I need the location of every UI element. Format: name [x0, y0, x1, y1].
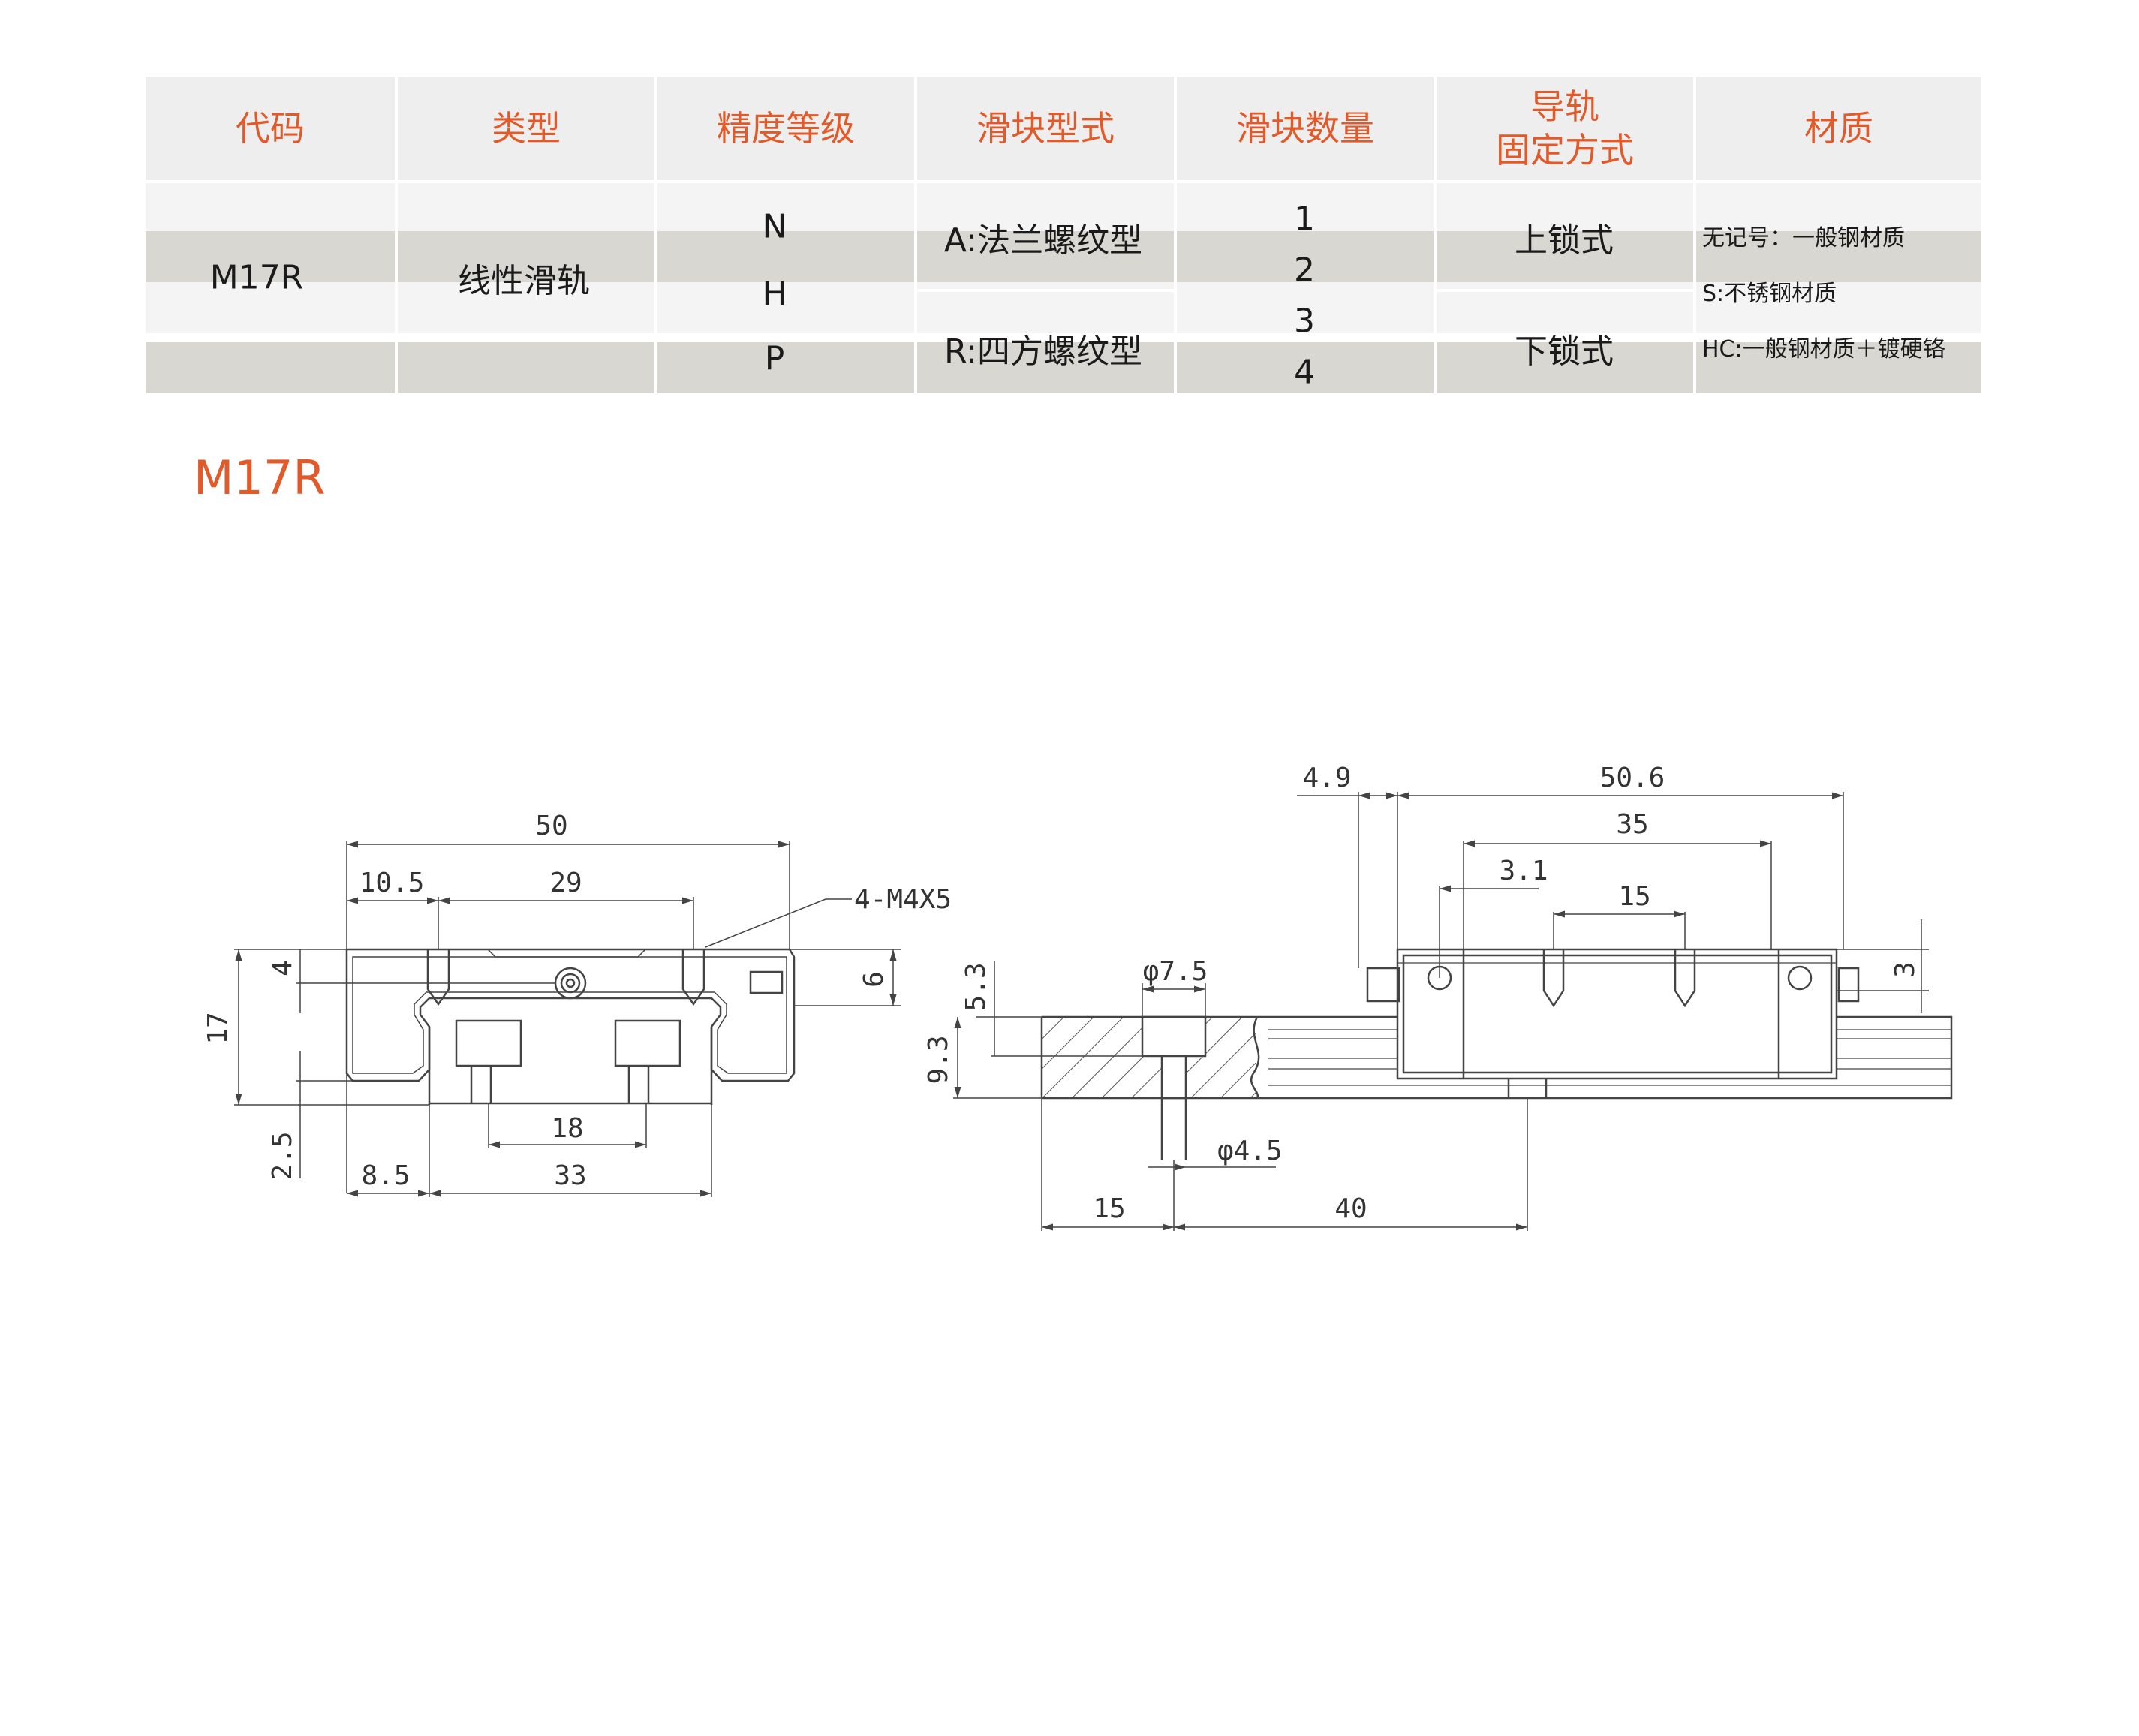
table-divider — [1174, 77, 1177, 393]
cell-material-2: S:不锈钢材质 — [1702, 281, 1837, 307]
dim-height: 17 — [203, 1012, 233, 1044]
table-divider — [914, 77, 917, 393]
header-code: 代码 — [146, 77, 395, 180]
header-rail-fixing: 导轨 固定方式 — [1437, 77, 1693, 180]
cell-block-count-3: 3 — [1294, 302, 1315, 341]
dim-counterbore-dia: φ7.5 — [1143, 956, 1208, 987]
cell-block-count-1: 1 — [1294, 200, 1315, 239]
dim-top-depth: 4 — [267, 960, 298, 976]
spec-table: 代码 类型 精度等级 滑块型式 滑块数量 导轨 固定方式 材质 M17R 线性滑… — [146, 77, 1981, 393]
dim-block-length: 50.6 — [1600, 763, 1665, 793]
dim-end-seal: 4.9 — [1302, 763, 1351, 793]
table-row-band — [146, 231, 1981, 282]
dim-end-pitch: 15 — [1093, 1193, 1125, 1224]
table-divider — [146, 180, 1981, 183]
header-rail-fixing-line1: 导轨 — [1530, 86, 1599, 127]
table-divider — [1693, 77, 1696, 393]
dim-rail-pitch: 40 — [1334, 1193, 1367, 1224]
cell-material-1: 无记号：一般钢材质 — [1702, 225, 1905, 251]
header-precision: 精度等级 — [657, 77, 914, 180]
dim-hole-dia: φ4.5 — [1217, 1136, 1283, 1166]
dim-offset-left: 10.5 — [360, 868, 425, 898]
table-divider — [395, 77, 398, 393]
model-title: M17R — [194, 450, 326, 505]
table-row-band — [146, 342, 1981, 393]
dim-thread: 4-M4X5 — [854, 884, 952, 915]
table-divider — [917, 289, 1177, 292]
cell-block-count-2: 2 — [1294, 251, 1315, 290]
cell-material-3: HC:一般钢材质＋镀硬铬 — [1702, 336, 1945, 363]
table-divider — [1177, 338, 1437, 341]
dim-hole-pitch: 29 — [549, 868, 582, 898]
header-type: 类型 — [398, 77, 654, 180]
side-view — [1040, 948, 1953, 1160]
header-block-style: 滑块型式 — [917, 77, 1174, 180]
cell-precision-h: H — [762, 275, 787, 314]
dim-bottom-gap: 2.5 — [267, 1131, 298, 1180]
table-row-band — [146, 180, 1981, 231]
dim-hole-pitch-side: 15 — [1618, 881, 1650, 912]
cell-precision-p: P — [764, 339, 785, 378]
cell-rail-fixing-top: 上锁式 — [1515, 221, 1614, 260]
dim-nipple-offset: 3.1 — [1499, 856, 1548, 886]
cell-block-style-a: A:法兰螺纹型 — [943, 221, 1143, 260]
header-block-count: 滑块数量 — [1177, 77, 1434, 180]
cell-type: 线性滑轨 — [458, 262, 590, 300]
dim-inner-pitch: 18 — [551, 1113, 583, 1144]
table-divider — [1437, 289, 1696, 292]
table-divider — [1434, 77, 1437, 393]
cell-code: M17R — [209, 258, 304, 297]
dim-counterbore-depth: 5.3 — [961, 962, 991, 1011]
dim-rail-width: 33 — [554, 1160, 586, 1191]
side-dimensions — [953, 792, 1929, 1231]
cell-block-style-r: R:四方螺纹型 — [943, 332, 1143, 371]
dim-body-length: 35 — [1616, 809, 1648, 840]
dim-right-height: 6 — [859, 971, 889, 988]
cell-rail-fixing-bottom: 下锁式 — [1515, 332, 1614, 371]
dim-rail-offset: 8.5 — [361, 1160, 410, 1191]
dim-rail-height: 9.3 — [923, 1035, 954, 1084]
dim-overall-width: 50 — [535, 811, 567, 841]
front-dimensions — [234, 841, 901, 1197]
header-material: 材质 — [1696, 77, 1981, 180]
cell-block-count-4: 4 — [1294, 353, 1315, 392]
cell-precision-n: N — [762, 207, 787, 246]
table-divider — [654, 77, 657, 393]
dim-right-height-side: 3 — [1890, 961, 1921, 978]
header-rail-fixing-line2: 固定方式 — [1496, 130, 1634, 170]
front-view — [345, 948, 796, 1105]
